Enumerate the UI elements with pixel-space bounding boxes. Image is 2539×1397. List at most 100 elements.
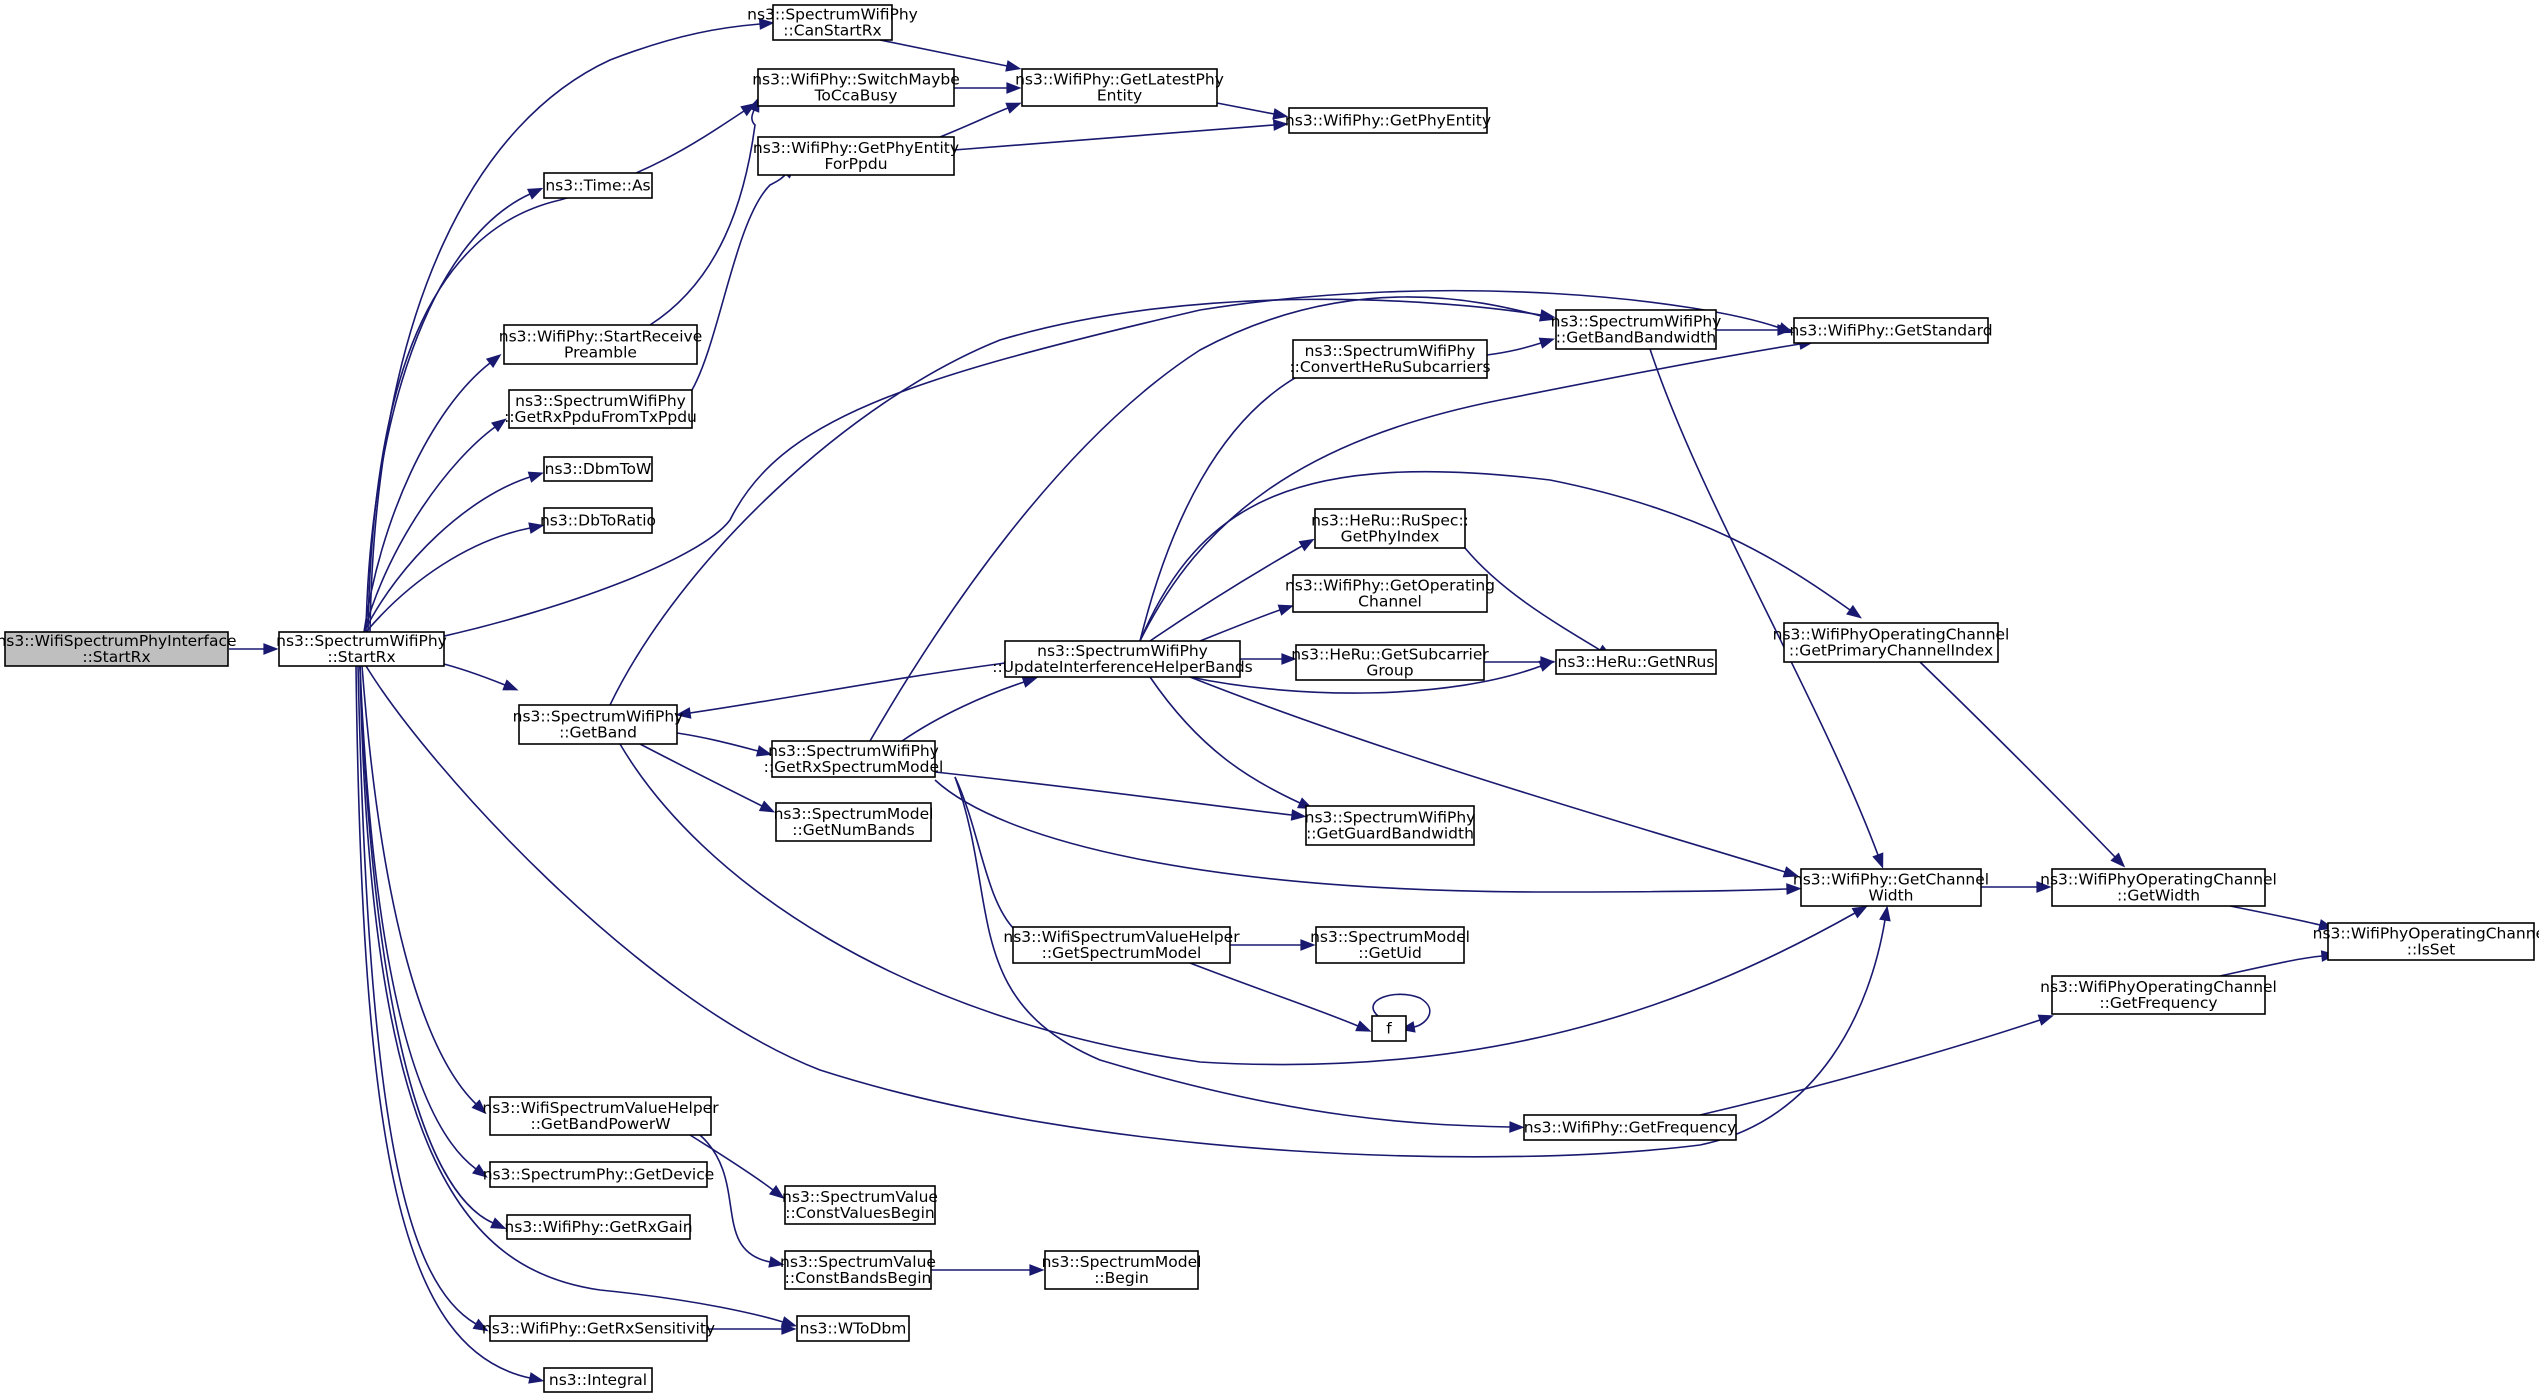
graph-node-n1[interactable]: ns3::SpectrumWifiPhy::StartRx bbox=[276, 631, 447, 667]
edge-line bbox=[1372, 993, 1431, 1028]
node-box[interactable] bbox=[2327, 922, 2535, 961]
node-box[interactable] bbox=[1295, 644, 1485, 681]
graph-node-n17[interactable]: ns3::SpectrumWifiPhy::UpdateInterference… bbox=[992, 640, 1253, 678]
graph-node-n31[interactable]: ns3::WifiPhyOperatingChannel::GetFrequen… bbox=[2040, 975, 2277, 1015]
graph-node-n36[interactable]: ns3::WifiPhy::GetRxGain bbox=[504, 1214, 693, 1240]
graph-node-n23[interactable]: ns3::SpectrumModel::GetNumBands bbox=[774, 802, 934, 842]
node-box[interactable] bbox=[772, 4, 893, 41]
node-box[interactable] bbox=[771, 740, 936, 778]
graph-node-n15[interactable]: ns3::HeRu::RuSpec::GetPhyIndex bbox=[1311, 508, 1469, 549]
edge-arrowhead bbox=[471, 1099, 487, 1115]
node-box[interactable] bbox=[1793, 317, 1989, 344]
node-box[interactable] bbox=[543, 1367, 653, 1393]
node-box[interactable] bbox=[503, 324, 698, 365]
graph-node-n35[interactable]: ns3::SpectrumValue::ConstValuesBegin bbox=[782, 1185, 938, 1225]
node-box[interactable] bbox=[489, 1161, 708, 1188]
edge-line bbox=[649, 109, 756, 326]
graph-node-n37[interactable]: ns3::SpectrumValue::ConstBandsBegin bbox=[780, 1250, 936, 1290]
graph-node-n10[interactable]: ns3::DbmToW bbox=[543, 456, 653, 482]
node-label: ns3::WifiPhy::GetRxSensitivity bbox=[482, 1320, 715, 1338]
node-box[interactable] bbox=[1021, 68, 1218, 107]
graph-node-n26[interactable]: ns3::WifiPhyOperatingChannel::GetWidth bbox=[2040, 868, 2277, 907]
node-box[interactable] bbox=[506, 1214, 691, 1240]
graph-node-n13[interactable]: ns3::WifiPhy::GetStandard bbox=[1789, 317, 1993, 344]
node-label: ns3::WifiPhyOperatingChannel bbox=[2040, 978, 2277, 996]
node-box[interactable] bbox=[1315, 926, 1465, 964]
graph-node-n38[interactable]: ns3::SpectrumModel::Begin bbox=[1042, 1250, 1202, 1290]
node-box[interactable] bbox=[1292, 574, 1488, 613]
graph-node-n30[interactable]: f bbox=[1371, 1015, 1407, 1042]
graph-node-n20[interactable]: ns3::WifiPhyOperatingChannel::GetPrimary… bbox=[1773, 622, 2010, 663]
graph-node-n21[interactable]: ns3::SpectrumWifiPhy::GetBand bbox=[513, 704, 684, 745]
node-box[interactable] bbox=[1523, 1114, 1737, 1141]
node-box[interactable] bbox=[1288, 107, 1488, 134]
graph-node-n11[interactable]: ns3::DbToRatio bbox=[540, 507, 656, 534]
edge-n21-n22 bbox=[676, 732, 773, 757]
node-box[interactable] bbox=[543, 507, 653, 534]
edge-arrowhead bbox=[1300, 939, 1316, 951]
graph-node-n19[interactable]: ns3::HeRu::GetNRus bbox=[1555, 649, 1717, 675]
node-box[interactable] bbox=[784, 1185, 936, 1225]
graph-node-n14[interactable]: ns3::SpectrumWifiPhy::ConvertHeRuSubcarr… bbox=[1289, 339, 1491, 379]
edge-arrowhead bbox=[1872, 852, 1884, 869]
edge-n1-n11 bbox=[365, 522, 545, 633]
graph-node-n9[interactable]: ns3::SpectrumWifiPhy::GetRxPpduFromTxPpd… bbox=[504, 389, 697, 429]
graph-node-n40[interactable]: ns3::WToDbm bbox=[796, 1315, 910, 1342]
node-label: Group bbox=[1366, 662, 1413, 680]
edge-arrowhead bbox=[768, 1256, 785, 1268]
node-box[interactable] bbox=[1044, 1250, 1199, 1290]
node-box[interactable] bbox=[1314, 508, 1466, 549]
node-box[interactable] bbox=[1012, 926, 1231, 964]
node-box[interactable] bbox=[1371, 1015, 1407, 1042]
graph-node-n33[interactable]: ns3::WifiSpectrumValueHelper::GetBandPow… bbox=[482, 1096, 719, 1136]
node-label: ::GetBand bbox=[559, 724, 637, 742]
node-box[interactable] bbox=[1783, 622, 1999, 663]
node-box[interactable] bbox=[1800, 868, 1982, 907]
node-box[interactable] bbox=[1555, 309, 1717, 350]
edge-n5-n6 bbox=[1216, 102, 1289, 120]
graph-node-n39[interactable]: ns3::WifiPhy::GetRxSensitivity bbox=[482, 1315, 715, 1342]
node-box[interactable] bbox=[278, 631, 445, 667]
graph-node-n29[interactable]: ns3::SpectrumModel::GetUid bbox=[1310, 926, 1470, 964]
graph-node-n6[interactable]: ns3::WifiPhy::GetPhyEntity bbox=[1285, 107, 1491, 134]
node-box[interactable] bbox=[757, 136, 955, 176]
node-box[interactable] bbox=[518, 704, 678, 745]
node-box[interactable] bbox=[4, 631, 229, 667]
graph-node-n0[interactable]: ns3::WifiSpectrumPhyInterface::StartRx bbox=[0, 631, 237, 667]
node-label: ::ConvertHeRuSubcarriers bbox=[1289, 358, 1490, 376]
graph-node-n32[interactable]: ns3::WifiPhy::GetFrequency bbox=[1523, 1114, 1737, 1141]
node-box[interactable] bbox=[489, 1315, 708, 1342]
node-box[interactable] bbox=[1004, 640, 1241, 678]
node-box[interactable] bbox=[775, 802, 932, 842]
node-box[interactable] bbox=[2051, 975, 2266, 1015]
node-box[interactable] bbox=[1292, 339, 1488, 379]
graph-node-n34[interactable]: ns3::SpectrumPhy::GetDevice bbox=[483, 1161, 715, 1188]
graph-node-n41[interactable]: ns3::Integral bbox=[543, 1367, 653, 1393]
node-box[interactable] bbox=[796, 1315, 910, 1342]
edge-arrowhead bbox=[768, 1184, 785, 1199]
node-box[interactable] bbox=[543, 172, 653, 199]
graph-node-n24[interactable]: ns3::SpectrumWifiPhy::GetGuardBandwidth bbox=[1305, 805, 1476, 846]
node-box[interactable] bbox=[757, 68, 955, 107]
node-box[interactable] bbox=[508, 389, 693, 429]
node-box[interactable] bbox=[784, 1250, 932, 1290]
node-box[interactable] bbox=[1555, 649, 1717, 675]
node-box[interactable] bbox=[2051, 868, 2266, 907]
graph-node-n7[interactable]: ns3::Time::As bbox=[543, 172, 653, 199]
graph-node-n2[interactable]: ns3::SpectrumWifiPhy::CanStartRx bbox=[747, 4, 918, 41]
graph-node-n28[interactable]: ns3::WifiSpectrumValueHelper::GetSpectru… bbox=[1003, 926, 1240, 964]
node-box[interactable] bbox=[489, 1096, 712, 1136]
graph-node-n22[interactable]: ns3::SpectrumWifiPhy::GetRxSpectrumModel bbox=[764, 740, 944, 778]
node-box[interactable] bbox=[543, 456, 653, 482]
edge-arrowhead bbox=[1006, 82, 1022, 94]
node-box[interactable] bbox=[1305, 805, 1475, 846]
graph-node-n12[interactable]: ns3::SpectrumWifiPhy::GetBandBandwidth bbox=[1551, 309, 1722, 350]
graph-node-n27[interactable]: ns3::WifiPhyOperatingChannel::IsSet bbox=[2313, 922, 2539, 961]
